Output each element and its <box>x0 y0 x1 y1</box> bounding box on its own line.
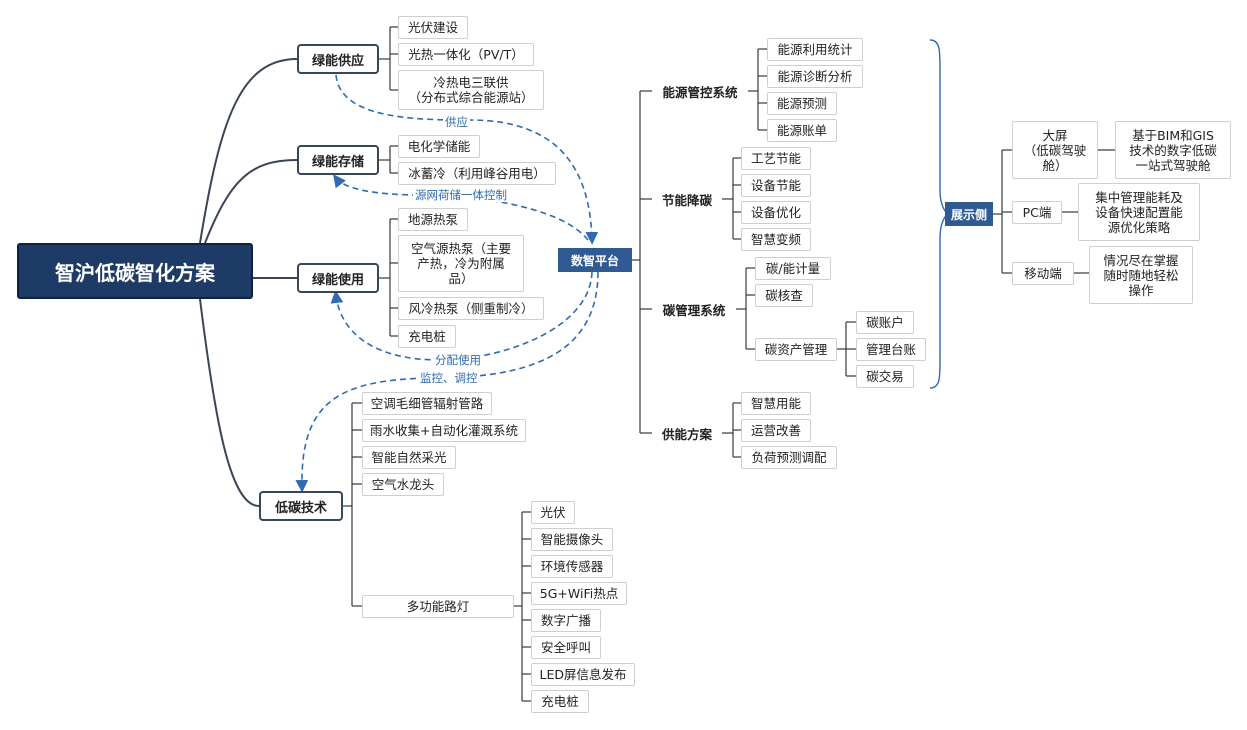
lowcarbon-item-air-tap[interactable]: 空气水龙头 <box>362 473 444 496</box>
energy-mgmt-item-stats[interactable]: 能源利用统计 <box>767 38 863 61</box>
saving-item-process[interactable]: 工艺节能 <box>741 147 811 170</box>
flow-hub-to-storage <box>333 174 589 241</box>
saving-item-vfd[interactable]: 智慧变频 <box>741 228 811 251</box>
streetlight-item-5g-wifi[interactable]: 5G+WiFi热点 <box>531 582 627 605</box>
carbon-asset-item-account[interactable]: 碳账户 <box>856 311 914 334</box>
carbon-item-verification[interactable]: 碳核查 <box>755 284 813 307</box>
streetlight-item-led[interactable]: LED屏信息发布 <box>531 663 635 686</box>
link-root-storage <box>204 159 298 244</box>
usage-item-air-cooled[interactable]: 风冷热泵（侧重制冷） <box>398 297 544 320</box>
lowcarbon-item-rainwater[interactable]: 雨水收集+自动化灌溉系统 <box>362 419 526 442</box>
storage-item-ice[interactable]: 冰蓄冷（利用峰谷用电） <box>398 162 556 185</box>
display-side[interactable]: 展示侧 <box>945 202 993 226</box>
hub-digital-platform[interactable]: 数智平台 <box>558 248 632 272</box>
saving-item-optimize[interactable]: 设备优化 <box>741 201 811 224</box>
supply-item-pvt[interactable]: 光热一体化（PV/T） <box>398 43 534 66</box>
supply-item-cchp[interactable]: 冷热电三联供 （分布式综合能源站） <box>398 70 544 110</box>
energy-mgmt-item-bill[interactable]: 能源账单 <box>767 119 837 142</box>
display-item-big-screen[interactable]: 大屏 （低碳驾驶 舱） <box>1012 121 1098 179</box>
branch-usage[interactable]: 绿能使用 <box>297 263 379 293</box>
branch-energy-mgmt[interactable]: 能源管控系统 <box>662 84 738 100</box>
usage-item-charging[interactable]: 充电桩 <box>398 325 456 348</box>
flow-supply-to-hub <box>335 74 599 245</box>
display-item-pc[interactable]: PC端 <box>1012 201 1062 224</box>
carbon-asset-item-trading[interactable]: 碳交易 <box>856 365 914 388</box>
branch-energy-plan[interactable]: 供能方案 <box>661 426 712 442</box>
plan-item-load-forecast[interactable]: 负荷预测调配 <box>741 446 837 469</box>
link-root-lowcarbon <box>199 298 260 507</box>
display-item-mobile[interactable]: 移动端 <box>1012 262 1074 285</box>
flow-label-storage-control: 源网荷储一体控制 <box>413 188 509 202</box>
display-desc-pc: 集中管理能耗及 设备快速配置能 源优化策略 <box>1078 183 1200 241</box>
flow-label-monitor: 监控、调控 <box>418 371 480 385</box>
usage-item-ground-source[interactable]: 地源热泵 <box>398 208 468 231</box>
streetlight-item-sensor[interactable]: 环境传感器 <box>531 555 613 578</box>
streetlight-item-broadcast[interactable]: 数字广播 <box>531 609 601 632</box>
carbon-asset-item-ledger[interactable]: 管理台账 <box>856 338 926 361</box>
saving-item-equipment[interactable]: 设备节能 <box>741 174 811 197</box>
energy-mgmt-item-forecast[interactable]: 能源预测 <box>767 92 837 115</box>
root-topic[interactable]: 智沪低碳智化方案 <box>17 243 253 299</box>
branch-storage[interactable]: 绿能存储 <box>297 145 379 175</box>
branch-saving[interactable]: 节能降碳 <box>661 192 712 208</box>
branch-lowcarbon[interactable]: 低碳技术 <box>259 491 343 521</box>
display-desc-mobile: 情况尽在掌握 随时随地轻松 操作 <box>1089 246 1193 304</box>
storage-item-electrochem[interactable]: 电化学储能 <box>398 135 480 158</box>
energy-mgmt-item-diagnosis[interactable]: 能源诊断分析 <box>767 65 863 88</box>
lowcarbon-item-daylight[interactable]: 智能自然采光 <box>362 446 456 469</box>
plan-item-smart-energy[interactable]: 智慧用能 <box>741 392 811 415</box>
branch-carbon-mgmt[interactable]: 碳管理系统 <box>662 302 726 318</box>
branch-supply[interactable]: 绿能供应 <box>297 44 379 74</box>
streetlight-item-pv[interactable]: 光伏 <box>531 501 575 524</box>
display-desc-big-screen: 基于BIM和GIS 技术的数字低碳 一站式驾驶舱 <box>1115 121 1231 179</box>
link-root-supply <box>199 58 298 244</box>
streetlight-item-camera[interactable]: 智能摄像头 <box>531 528 613 551</box>
lowcarbon-item-streetlight[interactable]: 多功能路灯 <box>362 595 514 618</box>
usage-item-air-source[interactable]: 空气源热泵（主要 产热，冷为附属 品） <box>398 235 524 292</box>
streetlight-item-charging[interactable]: 充电桩 <box>531 690 589 713</box>
carbon-item-metering[interactable]: 碳/能计量 <box>755 257 831 280</box>
lowcarbon-item-capillary[interactable]: 空调毛细管辐射管路 <box>362 392 492 415</box>
plan-item-operations[interactable]: 运营改善 <box>741 419 811 442</box>
flow-label-distribution: 分配使用 <box>433 353 483 367</box>
streetlight-item-safety-call[interactable]: 安全呼叫 <box>531 636 601 659</box>
flow-label-supply: 供应 <box>443 115 470 129</box>
supply-item-pv[interactable]: 光伏建设 <box>398 16 468 39</box>
carbon-item-asset[interactable]: 碳资产管理 <box>755 338 837 361</box>
